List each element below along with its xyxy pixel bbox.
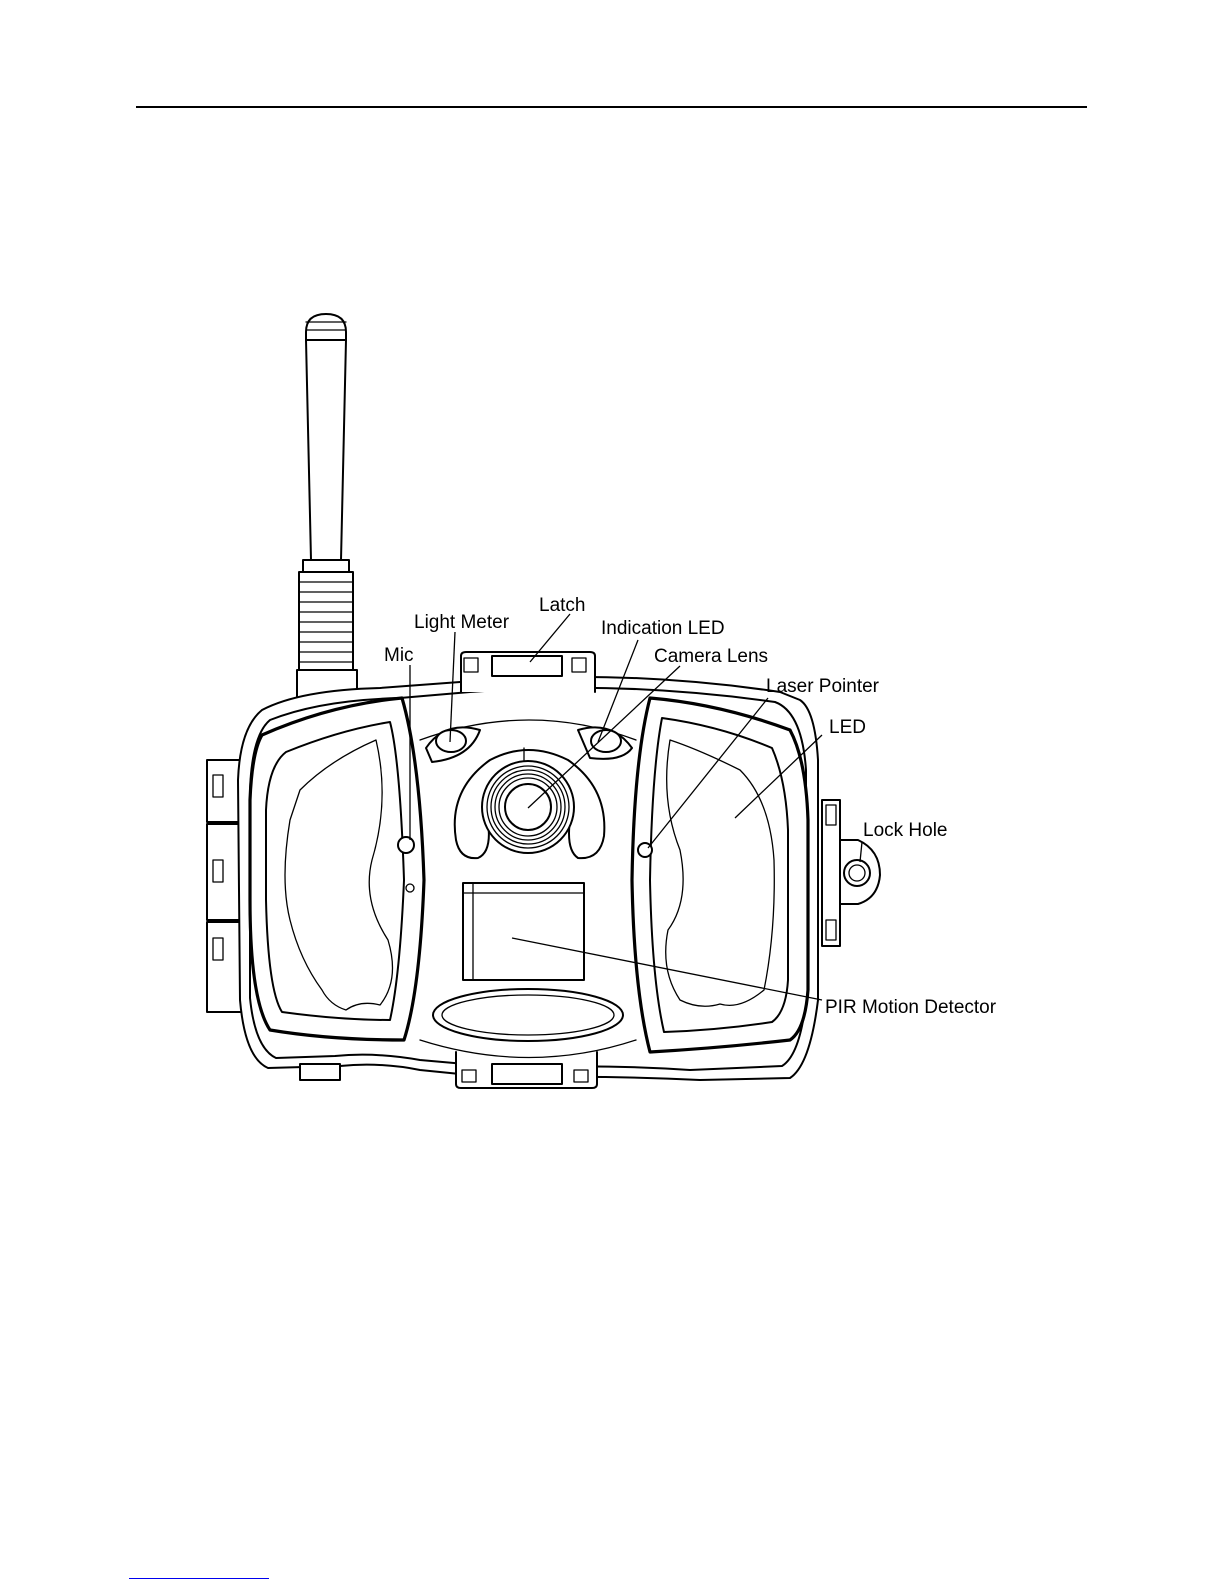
left-panel bbox=[250, 698, 424, 1040]
label-laser-pointer: Laser Pointer bbox=[766, 676, 880, 697]
label-pir-motion-detector: PIR Motion Detector bbox=[825, 997, 997, 1018]
pir-motion-detector bbox=[463, 883, 584, 980]
label-camera-lens: Camera Lens bbox=[654, 646, 768, 667]
label-led: LED bbox=[829, 717, 866, 738]
right-panel bbox=[632, 698, 808, 1052]
label-latch: Latch bbox=[539, 595, 585, 616]
label-mic: Mic bbox=[384, 645, 414, 666]
label-indication-led: Indication LED bbox=[601, 618, 725, 639]
mic bbox=[398, 837, 414, 853]
antenna bbox=[297, 314, 357, 712]
label-light-meter: Light Meter bbox=[414, 612, 510, 633]
camera-lens bbox=[482, 761, 574, 853]
footnote-rule bbox=[129, 1578, 269, 1579]
label-lock-hole: Lock Hole bbox=[863, 820, 948, 841]
latch bbox=[461, 652, 595, 692]
